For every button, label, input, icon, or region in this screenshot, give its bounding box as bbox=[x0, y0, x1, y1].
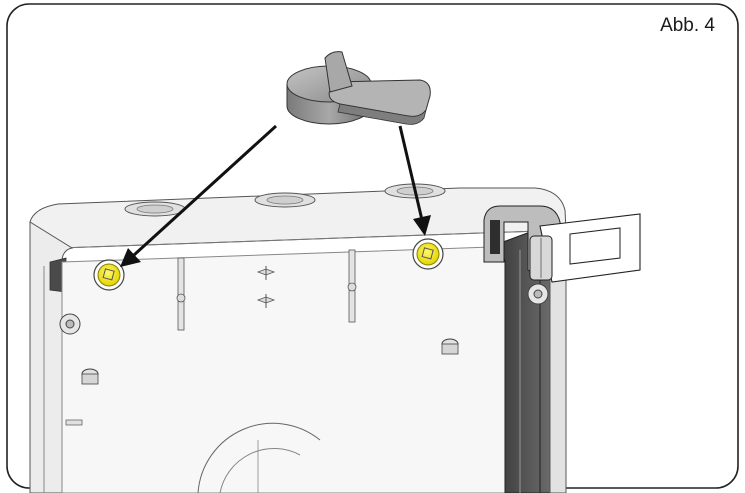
right-yellow-screw-marker bbox=[412, 238, 444, 270]
figure-label: Abb. 4 bbox=[660, 15, 715, 36]
pointer-arrow-left bbox=[120, 124, 278, 267]
lever-knob-icon bbox=[286, 51, 431, 125]
pointer-arrow-right bbox=[398, 125, 431, 236]
hinge-latch-icon bbox=[483, 205, 641, 283]
left-yellow-screw-marker bbox=[93, 259, 125, 291]
